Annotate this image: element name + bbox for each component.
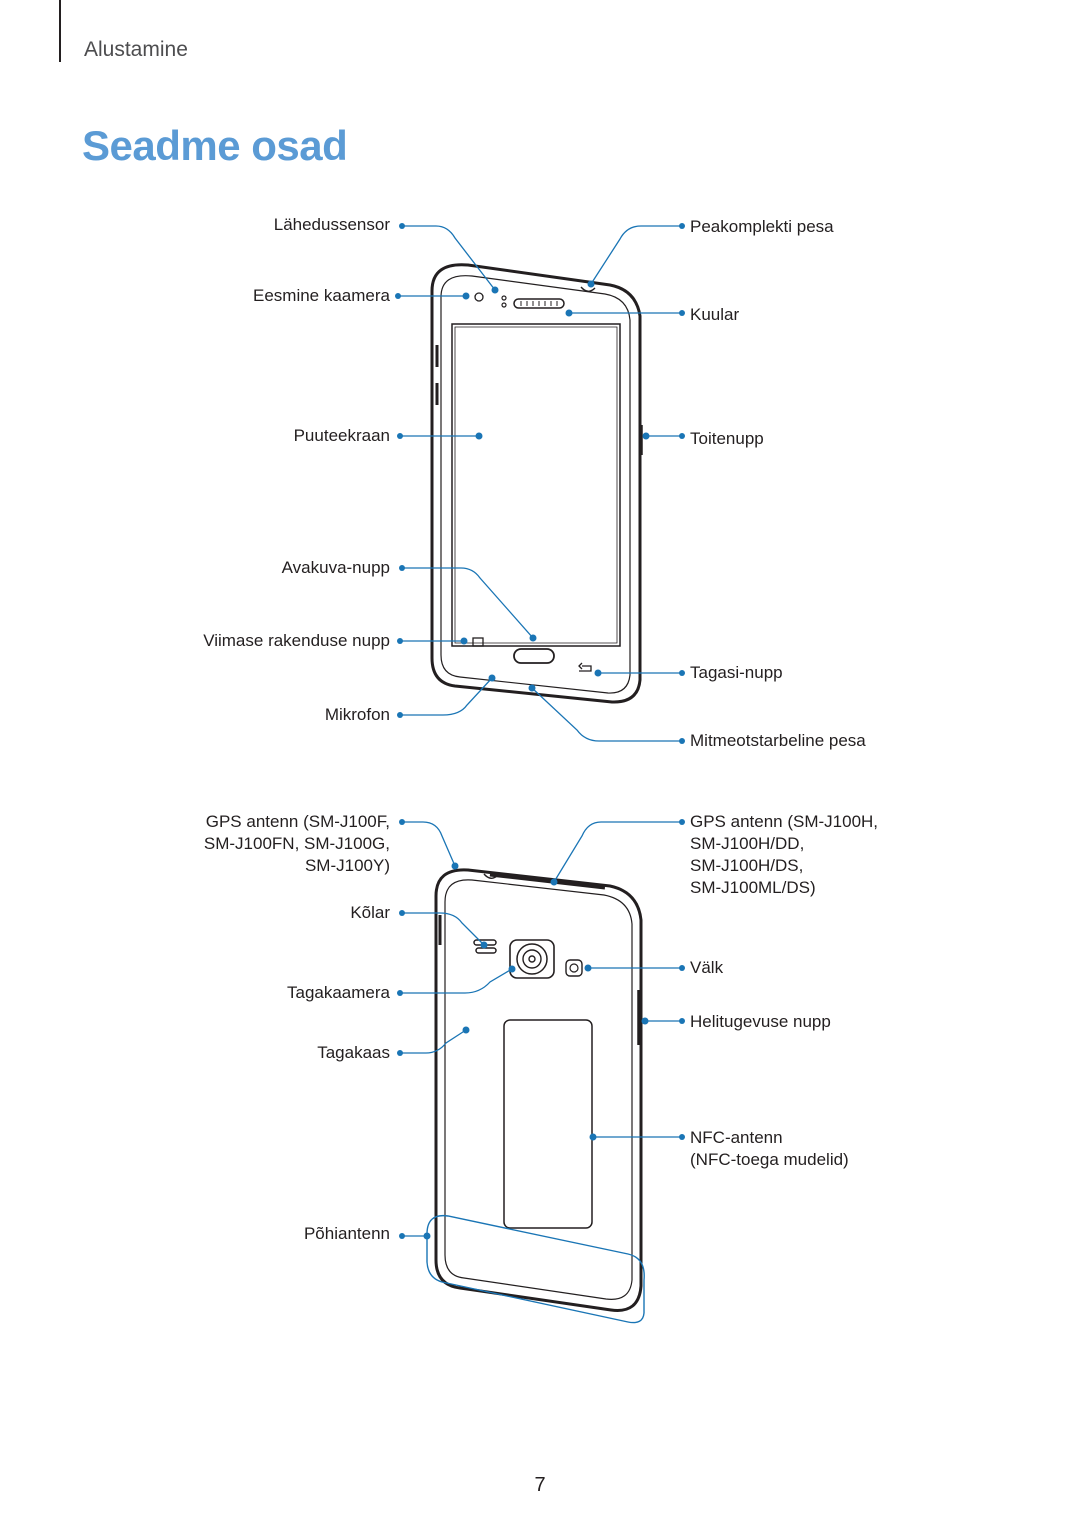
flash-window (565, 959, 583, 977)
label-headset-jack: Peakomplekti pesa (690, 217, 834, 236)
label-multipurpose-jack: Mitmeotstarbeline pesa (690, 731, 866, 750)
earpiece-grille (513, 298, 565, 309)
label-back-key: Tagasi-nupp (690, 663, 783, 682)
front-camera-lens (474, 292, 484, 302)
label-microphone: Mikrofon (324, 705, 390, 724)
label-proximity-sensor: Lähedussensor (273, 215, 390, 234)
label-nfc-antenna: NFC-antenn (NFC-toega mudelid) (690, 1128, 849, 1169)
home-key (513, 648, 555, 664)
label-gps-antenna-2: GPS antenn (SM-J100H, SM-J100H/DD, SM-J1… (690, 812, 879, 897)
label-power-key: Toitenupp (690, 429, 764, 448)
screen (451, 323, 621, 647)
label-touchscreen: Puuteekraan (293, 426, 390, 445)
label-main-antenna: Põhiantenn (303, 1224, 390, 1243)
label-gps-antenna-1: GPS antenn (SM-J100F, SM-J100FN, SM-J100… (203, 812, 390, 875)
recent-apps-key (472, 637, 484, 647)
label-home-key: Avakuva-nupp (281, 558, 390, 577)
label-speaker: Kõlar (350, 903, 390, 922)
phone-front (430, 263, 643, 704)
label-flash: Välk (690, 958, 724, 977)
callout-dots (395, 223, 685, 1240)
rear-camera-housing (509, 939, 555, 979)
margin-rule (59, 0, 61, 62)
nfc-antenna-outline (503, 1019, 593, 1229)
phone-back (434, 868, 643, 1312)
label-front-camera: Eesmine kaamera (252, 286, 390, 305)
section-header: Alustamine (84, 38, 188, 61)
page-number: 7 (534, 1474, 546, 1496)
page-title: Seadme osad (82, 122, 348, 169)
label-earpiece: Kuular (690, 305, 740, 324)
callout-lines (398, 225, 682, 1324)
label-back-cover: Tagakaas (317, 1043, 390, 1062)
label-volume-key: Helitugevuse nupp (690, 1012, 831, 1031)
label-recent-apps-key: Viimase rakenduse nupp (203, 631, 390, 650)
label-rear-camera: Tagakaamera (286, 983, 390, 1002)
back-key-glyph (578, 662, 592, 672)
